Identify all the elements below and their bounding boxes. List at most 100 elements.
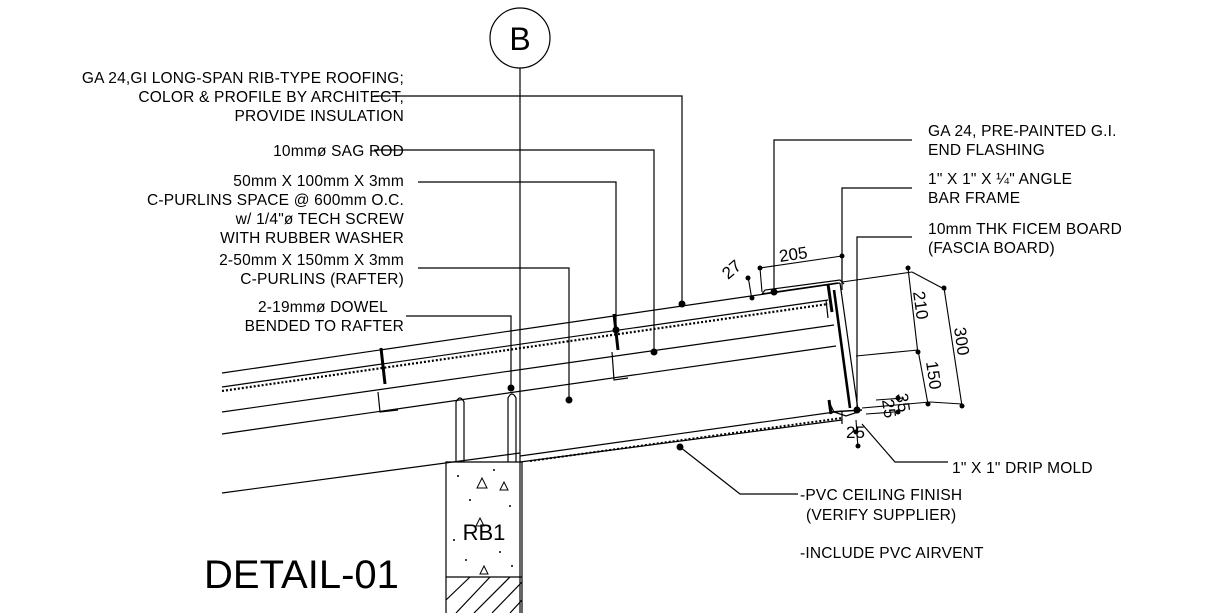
ceiling-hatch [530,418,842,461]
leader-dot [678,300,686,308]
leader-dot [650,348,658,356]
purlin-c-section-3 [826,300,828,318]
dim-210-ext-top [842,272,912,282]
beam-hatch-5 [510,600,522,613]
dim-tick [895,395,901,401]
note-purlins-line-3: w/ 1/4"ø TECH SCREW [235,211,405,228]
leader-dot [565,396,573,404]
dim-205-label: 205 [778,243,809,266]
dim-300-label: 300 [950,326,973,357]
fascia-board-outer [840,283,858,410]
roof-sheet-line [222,300,828,387]
grid-line-b [490,8,550,613]
leader-dot [507,384,515,392]
note-angle-bar-line-1: 1" X 1" X ¼" ANGLE [928,171,1072,188]
rafter-top [222,346,836,434]
note-airvent: -INCLUDE PVC AIRVENT [800,545,984,562]
dim-25-label-b: 25 [846,423,865,442]
note-dowel-line-1: 2-19mmø DOWEL [258,299,388,316]
leader-dots-right [676,288,861,451]
leader-drip-mold [862,424,948,462]
note-purlins-line-1: 50mm X 100mm X 3mm [233,173,404,190]
note-fascia-line-1: 10mm THK FICEM BOARD [928,221,1122,238]
purlin-c-section-1 [378,392,398,412]
note-roofing-line-2: COLOR & PROFILE BY ARCHITECT, [138,89,404,106]
notes-left: GA 24,GI LONG-SPAN RIB-TYPE ROOFING; COL… [82,70,404,335]
dim-tick [749,295,755,301]
aggregate-dot [469,499,471,501]
dim-300-ext-bot [930,402,962,404]
leader-dots-left [507,300,686,404]
dim-tick [905,265,911,271]
tech-screw-1 [381,348,385,384]
note-roofing-line-1: GA 24,GI LONG-SPAN RIB-TYPE ROOFING; [82,70,404,87]
aggregate-dot [499,551,501,553]
note-roofing-line-3: PROVIDE INSULATION [234,108,404,125]
aggregate-dot [511,565,513,567]
ceiling-line-1 [520,411,842,456]
dim-205-line [760,256,842,268]
note-ceiling-line-1: -PVC CEILING FINISH [800,487,962,504]
dim-tick [959,403,965,409]
dim-210-ext-bot [856,350,918,356]
dimension-ticks [745,253,965,449]
note-ceiling-line-2: (VERIFY SUPPLIER) [806,507,956,524]
dowel-2 [508,394,516,462]
leader-ceiling [680,447,798,494]
note-rafter-line-1: 2-50mm X 150mm X 3mm [219,252,404,269]
leader-purlins [418,182,616,330]
rafter-bottom [222,453,520,493]
leader-flashing [774,140,912,292]
dim-150-label: 150 [922,360,945,391]
leader-dot [612,326,620,334]
note-flashing-line-2: END FLASHING [928,142,1045,159]
leader-dot [676,443,684,451]
dim-300-line [944,288,962,406]
aggregate-triangle [477,478,487,488]
dim-150-line [918,350,928,404]
aggregate-dot [509,505,511,507]
leader-sag-rod [374,150,654,352]
dim-210-line [908,268,918,354]
aggregate-dot [493,469,495,471]
tech-screws [381,284,832,414]
dim-tick [839,253,845,259]
dimension-labels: 205 27 210 300 150 35 25 25 [718,243,972,442]
leader-angle-bar [842,188,912,290]
beam-hatch-3 [474,577,510,613]
dim-25-label-a: 25 [878,398,899,419]
dim-27-label: 27 [718,256,745,283]
leaders-left [374,96,682,400]
leader-dot [770,288,778,296]
dim-tick [757,265,763,271]
concrete-aggregate [453,469,513,574]
aggregate-triangle [480,566,488,574]
fascia-board-inner [834,290,850,408]
note-angle-bar-line-2: BAR FRAME [928,190,1020,207]
notes-right: GA 24, PRE-PAINTED G.I. END FLASHING 1" … [800,123,1122,562]
aggregate-dot [457,475,459,477]
beam-outline [446,462,522,613]
dim-210-label: 210 [909,290,932,321]
note-sag-rod: 10mmø SAG ROD [273,143,404,160]
leader-fascia [857,237,912,410]
roof-sheet-top [222,283,840,373]
dim-tick [941,285,947,291]
dim-205-ext-1 [760,268,762,292]
tech-screw-4 [829,400,831,414]
dim-25-line [866,412,894,414]
drip-mold [830,404,858,416]
purlin-top [222,325,834,412]
dim-300-ext-top [912,272,946,290]
note-flashing-line-1: GA 24, PRE-PAINTED G.I. [928,123,1117,140]
note-dowel-line-2: BENDED TO RAFTER [245,318,404,335]
note-rafter-line-2: C-PURLINS (RAFTER) [240,271,404,288]
purlin-c-section-2 [612,352,628,380]
aggregate-dot [453,539,455,541]
note-purlins-line-2: C-PURLINS SPACE @ 600mm O.C. [147,192,404,209]
dim-tick [745,275,751,281]
note-drip-mold: 1" X 1" DRIP MOLD [952,460,1093,477]
dim-tick [855,443,861,449]
note-purlins-line-4: WITH RUBBER WASHER [220,230,404,247]
